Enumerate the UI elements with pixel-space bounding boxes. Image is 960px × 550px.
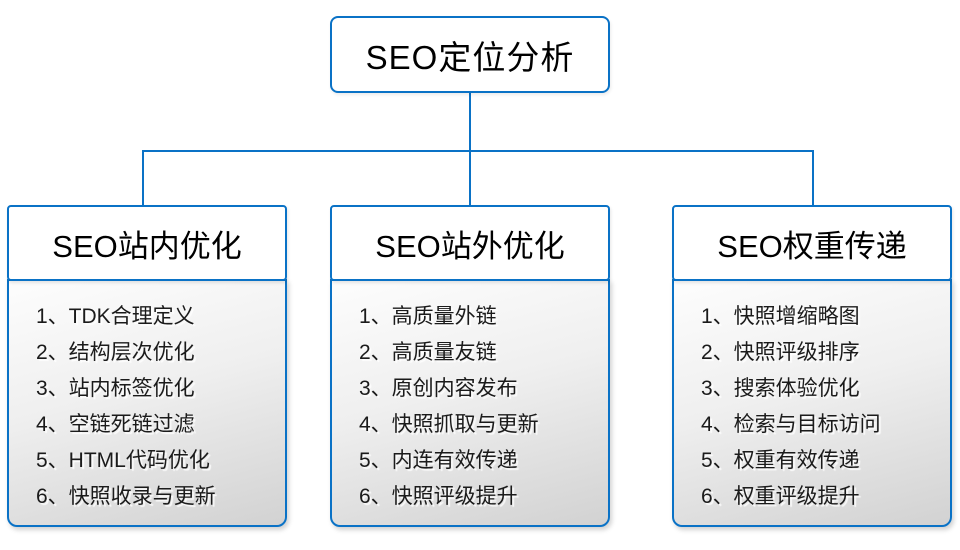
list-item: 5、内连有效传递: [359, 449, 518, 472]
list-item: 3、原创内容发布: [359, 377, 518, 400]
list-item: 5、HTML代码优化: [36, 449, 210, 472]
list-item: 5、权重有效传递: [701, 449, 860, 472]
list-item: 4、检索与目标访问: [701, 413, 881, 436]
branch-title: SEO权重传递: [717, 228, 907, 264]
list-item: 1、TDK合理定义: [36, 305, 195, 328]
list-item: 1、高质量外链: [359, 305, 497, 328]
list-item: 6、快照评级提升: [359, 485, 518, 508]
branch-title: SEO站内优化: [52, 228, 242, 264]
branch-header-onsite: SEO站内优化: [7, 205, 287, 281]
branch-header-offsite: SEO站外优化: [330, 205, 610, 281]
connector-root-stem: [469, 93, 471, 151]
branch-list-weight: 1、快照增缩略图 2、快照评级排序 3、搜索体验优化 4、检索与目标访问 5、权…: [672, 279, 952, 527]
branch-header-weight: SEO权重传递: [672, 205, 952, 281]
list-item: 3、搜索体验优化: [701, 377, 860, 400]
connector-drop-right: [812, 150, 814, 206]
branch-offsite-optimization: SEO站外优化 1、高质量外链 2、高质量友链 3、原创内容发布 4、快照抓取与…: [330, 205, 610, 527]
list-item: 4、快照抓取与更新: [359, 413, 539, 436]
list-item: 3、站内标签优化: [36, 377, 195, 400]
branch-onsite-optimization: SEO站内优化 1、TDK合理定义 2、结构层次优化 3、站内标签优化 4、空链…: [7, 205, 287, 527]
root-node-seo-positioning: SEO定位分析: [330, 16, 610, 93]
list-item: 2、高质量友链: [359, 341, 497, 364]
list-item: 6、权重评级提升: [701, 485, 860, 508]
list-item: 6、快照收录与更新: [36, 485, 216, 508]
connector-drop-middle: [469, 150, 471, 206]
list-item: 2、结构层次优化: [36, 341, 195, 364]
root-node-title: SEO定位分析: [365, 38, 575, 76]
list-item: 4、空链死链过滤: [36, 413, 195, 436]
list-item: 2、快照评级排序: [701, 341, 860, 364]
connector-drop-left: [142, 150, 144, 206]
branch-weight-transfer: SEO权重传递 1、快照增缩略图 2、快照评级排序 3、搜索体验优化 4、检索与…: [672, 205, 952, 527]
branch-title: SEO站外优化: [375, 228, 565, 264]
branch-list-onsite: 1、TDK合理定义 2、结构层次优化 3、站内标签优化 4、空链死链过滤 5、H…: [7, 279, 287, 527]
connector-horizontal: [142, 150, 814, 152]
list-item: 1、快照增缩略图: [701, 305, 860, 328]
branch-list-offsite: 1、高质量外链 2、高质量友链 3、原创内容发布 4、快照抓取与更新 5、内连有…: [330, 279, 610, 527]
